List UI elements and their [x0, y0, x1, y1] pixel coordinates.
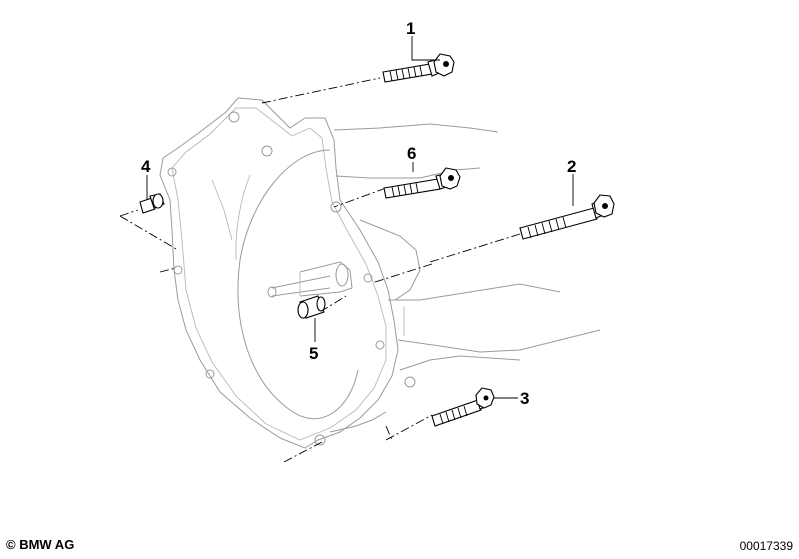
- bolt-part-1: [382, 53, 455, 83]
- bolt-part-4: [139, 193, 165, 214]
- callout-labels: 1 2 3 4 5 6: [141, 19, 576, 408]
- callout-3: 3: [520, 389, 529, 408]
- callout-2: 2: [567, 157, 576, 176]
- callout-6: 6: [407, 144, 416, 163]
- copyright-notice: © BMW AG: [6, 537, 75, 552]
- bolt-part-6: [383, 167, 461, 199]
- assembly-axes: [119, 77, 521, 463]
- drawing-number: 00017339: [739, 539, 793, 553]
- callout-5: 5: [309, 344, 318, 363]
- callout-4: 4: [141, 157, 151, 176]
- callout-1: 1: [406, 19, 415, 38]
- sleeve-part-5: [297, 295, 326, 319]
- callout-leaders: [146, 36, 574, 399]
- transmission-housing: [159, 97, 601, 449]
- bolt-part-3: [431, 387, 495, 427]
- bolt-part-2: [519, 194, 615, 240]
